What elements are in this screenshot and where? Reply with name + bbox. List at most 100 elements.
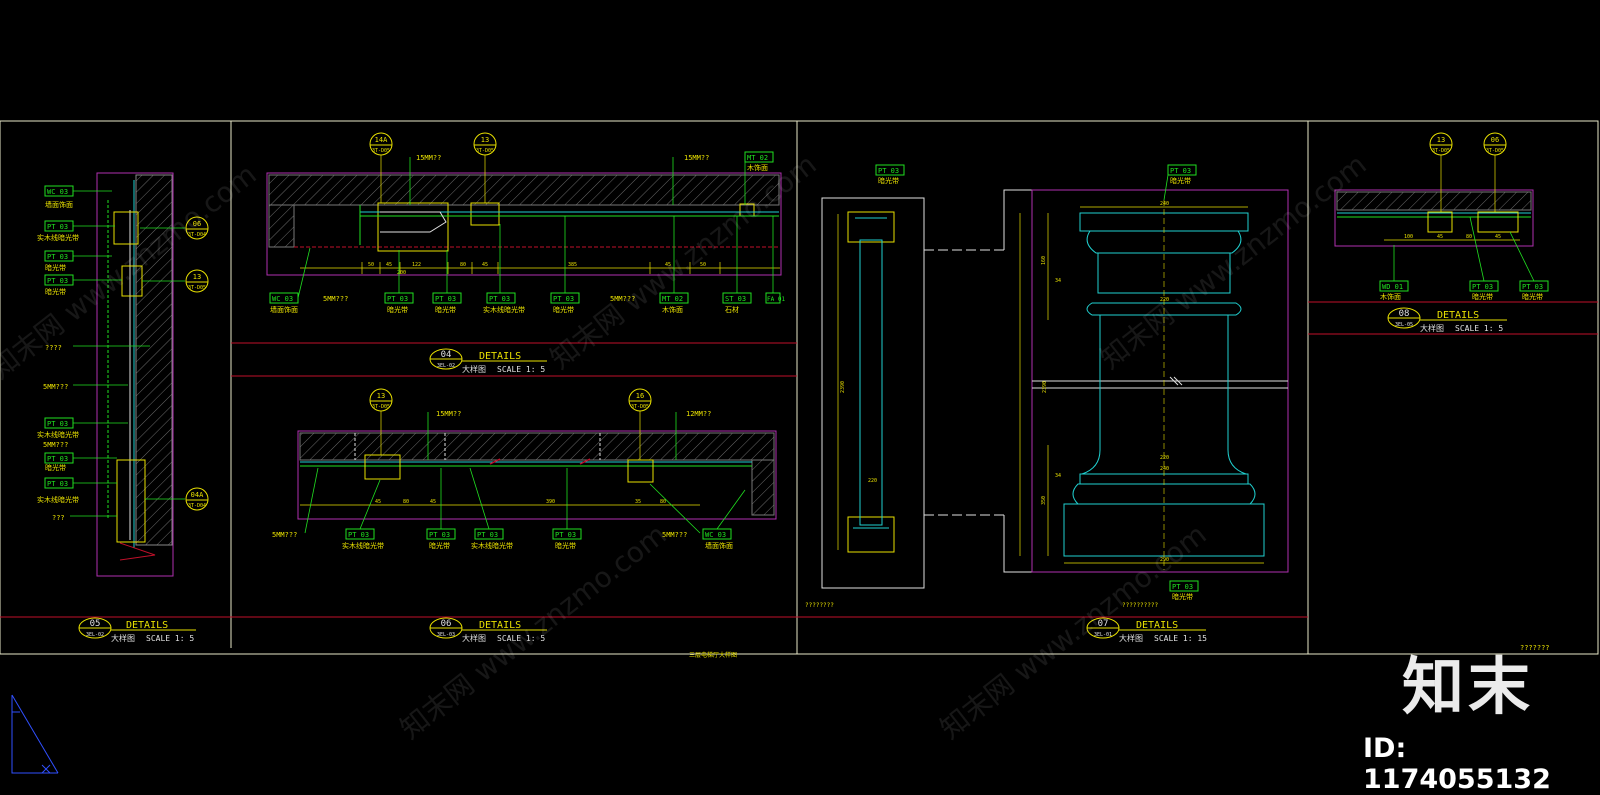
detail-cn: 大样图 (111, 633, 135, 643)
note-wood: 实木线暗光带 (37, 495, 79, 504)
tag-pt: PT 03 (477, 531, 498, 539)
dim-text: 34 (1055, 278, 1061, 284)
detail-ref: 3EL-03 (437, 632, 455, 638)
detail-ref: 3EL-01 (1094, 632, 1112, 638)
dim-text: 220 (868, 478, 877, 484)
tag-pt: PT 03 (47, 253, 68, 261)
detail-06-tags: PT 03 PT 03 PT 03 PT 03 WC 03 实木线暗光带 暗光带… (272, 410, 746, 550)
detail-scale: SCALE 1: 5 (146, 634, 194, 643)
callout-ref: 3T-D04 (188, 232, 206, 238)
detail-scale: SCALE 1: 15 (1154, 634, 1207, 643)
note-wall: 木饰面 (747, 163, 768, 172)
brand-logo: 知末 (1402, 650, 1535, 723)
callout-13d-marker: 13 3T-D05 (1429, 132, 1453, 212)
dim-text: 290 (1160, 557, 1169, 563)
detail-ref: 3EL-05 (1395, 322, 1413, 328)
dim-text: 45 (386, 262, 392, 268)
tag-pt: PT 03 (47, 223, 68, 231)
tag-st: ST 03 (725, 295, 746, 303)
tag-pt: PT 03 (387, 295, 408, 303)
tag-pt: PT 03 (878, 167, 899, 175)
dim-text: 220 (1160, 455, 1169, 461)
sheet-frame (0, 120, 1599, 655)
note-5mm: 5MM??? (272, 531, 297, 539)
tag-pt: PT 03 (555, 531, 576, 539)
title-block-05: 05 3EL-02 DETAILS 大样图 SCALE 1: 5 (78, 617, 196, 643)
detail-04-tags: WC 03 PT 03 PT 03 PT 03 PT 03 MT 02 ST 0… (269, 151, 785, 314)
dim-text: 50 (368, 262, 374, 268)
dim-text: 45 (1437, 234, 1443, 240)
tag-pt: PT 03 (429, 531, 450, 539)
dim-text: 34 (1055, 473, 1061, 479)
tag-wd: WD 01 (1382, 283, 1403, 291)
detail-07-small-column: PT 03 暗光带 2390 220 ???????? (805, 164, 1004, 609)
tag-pt: PT 03 (47, 455, 68, 463)
callout-06b-marker: 06 3T-D05 (1483, 132, 1507, 212)
dim-text: 122 (412, 262, 421, 268)
tag-fa: FA 01 (767, 296, 785, 303)
callout-04a-marker: 04A 3T-D04 (185, 487, 209, 511)
detail-04-drawing: 50 45 122 80 45 385 45 50 200 (266, 172, 782, 276)
note-light: 暗光带 (45, 287, 66, 296)
note-5mm: 5MM??? (43, 383, 68, 391)
note-15mm: 15MM?? (684, 154, 709, 162)
callout-13-marker: 13 3T-D05 (185, 269, 209, 293)
callout-ref: 3T-D04 (188, 503, 206, 509)
note-bottom07b: ?????????? (1122, 602, 1159, 609)
detail-title: DETAILS (1136, 620, 1178, 631)
callout-top: 06 (1491, 136, 1499, 144)
detail-cn: 大样图 (1119, 633, 1143, 643)
note-light: 暗光带 (1170, 176, 1191, 185)
note-wall: 木饰面 (1380, 292, 1401, 301)
dim-text: 50 (700, 262, 706, 268)
dim-text: 45 (1495, 234, 1501, 240)
tag-pt: PT 03 (47, 420, 68, 428)
dim-text: 80 (660, 499, 666, 505)
detail-ref: 3EL-02 (437, 363, 455, 369)
callout-ref: 3T-D05 (372, 148, 390, 154)
detail-07-large-column: 240 220 220 240 290 34 34 2390 160 350 P… (1003, 164, 1289, 609)
tag-wc: WC 03 (47, 188, 68, 196)
note-light: 暗光带 (1172, 592, 1193, 601)
detail-cn: 大样图 (462, 364, 486, 374)
sheet-caption: 三层电梯厅大样图 (689, 651, 737, 659)
note-light: 暗光带 (45, 263, 66, 272)
callout-top: 13 (481, 136, 489, 144)
dim-text: 160 (1041, 256, 1047, 265)
dim-text: 385 (568, 262, 577, 268)
note-paint: 墙面饰面 (45, 200, 73, 209)
dim-text: 45 (430, 499, 436, 505)
callout-top: 06 (193, 220, 201, 228)
callout-ref: 3T-D05 (631, 404, 649, 410)
note-q3: ??? (52, 514, 65, 522)
note-paint: 墙面饰面 (705, 541, 733, 550)
detail-cn: 大样图 (1420, 323, 1444, 333)
tag-pt: PT 03 (47, 480, 68, 488)
note-5mm: 5MM??? (43, 441, 68, 449)
note-15mm: 15MM?? (436, 410, 461, 418)
dim-text: 100 (1404, 234, 1413, 240)
callout-ref: 3T-D05 (188, 285, 206, 291)
tag-pt: PT 03 (489, 295, 510, 303)
note-15mm: 15MM?? (416, 154, 441, 162)
note-wood: 实木线暗光带 (37, 233, 79, 242)
dim-text: 35 (635, 499, 641, 505)
detail-05-tags: WC 03 PT 03 PT 03 PT 03 PT 03 PT 03 PT 0… (37, 185, 185, 522)
note-bottom07: ???????? (805, 602, 834, 609)
callout-ref: 3T-D05 (1432, 148, 1450, 154)
tag-pt: PT 03 (348, 531, 369, 539)
dim-text: 240 (1160, 466, 1169, 472)
dim-text: 80 (403, 499, 409, 505)
tag-wc: WC 03 (705, 531, 726, 539)
tag-pt: PT 03 (1522, 283, 1543, 291)
callout-14a-marker: 14A 3T-D05 (369, 132, 393, 203)
callout-top: 16 (636, 392, 644, 400)
callout-top: 13 (193, 273, 201, 281)
callout-ref: 3T-D05 (476, 148, 494, 154)
watermark-text: 知末网 www.znzmo.com (1094, 148, 1373, 376)
note-light: 暗光带 (553, 305, 574, 314)
dim-text: 80 (1466, 234, 1472, 240)
note-wood: 实木线暗光带 (483, 305, 525, 314)
callout-top: 14A (375, 136, 388, 144)
